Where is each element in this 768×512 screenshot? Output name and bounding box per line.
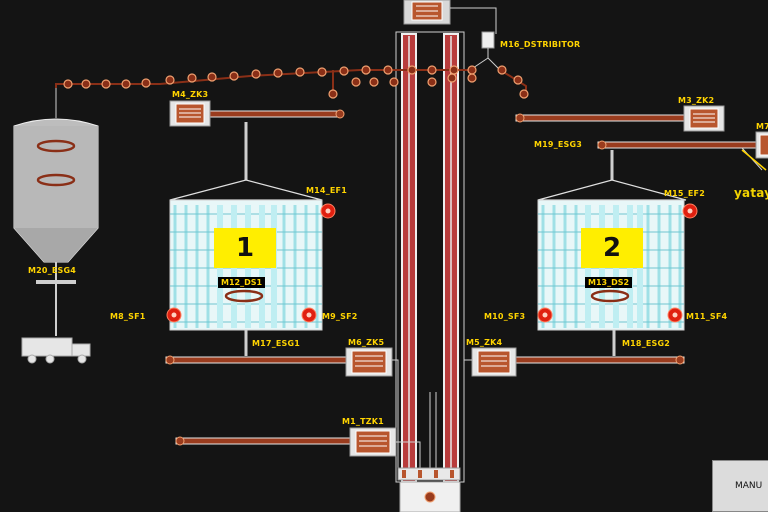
label-m11-sf4: M11_SF4 xyxy=(686,312,728,321)
m4-zk3-motor[interactable] xyxy=(169,100,211,127)
m15-ef2-fan-icon[interactable] xyxy=(682,203,698,219)
manual-mode-button[interactable]: MANU xyxy=(712,460,768,512)
m13-ds2-ring xyxy=(590,289,630,303)
m19-esg3-conveyor[interactable] xyxy=(597,140,768,150)
label-m14-ef1: M14_EF1 xyxy=(306,186,347,195)
m12-ds1-ring xyxy=(224,289,264,303)
m20-storage-silo[interactable] xyxy=(13,88,99,336)
m5-zk4-motor[interactable] xyxy=(471,347,517,377)
label-m3-zk2: M3_ZK2 xyxy=(678,96,715,105)
label-m6-zk5: M6_ZK5 xyxy=(348,338,385,347)
tag-m13-ds2: M13_DS2 xyxy=(585,277,633,288)
m16-distributor[interactable] xyxy=(481,31,495,49)
m18-esg2-conveyor[interactable] xyxy=(515,355,685,365)
label-yatay: yatay xyxy=(734,186,768,200)
label-m1-tzk1: M1_TZK1 xyxy=(342,417,384,426)
label-m15-ef2: M15_EF2 xyxy=(664,189,705,198)
tag-m12-ds1: M12_DS1 xyxy=(218,277,266,288)
m6-zk5-motor[interactable] xyxy=(345,347,393,377)
label-m5-zk4: M5_ZK4 xyxy=(466,338,503,347)
m4-zk3-conveyor[interactable] xyxy=(205,109,345,119)
silo-1-number: 1 xyxy=(214,228,276,268)
silo-2-number: 2 xyxy=(581,228,643,268)
m7-motor[interactable] xyxy=(755,131,768,159)
top-chain-conveyor[interactable] xyxy=(55,65,529,99)
label-m4-zk3: M4_ZK3 xyxy=(172,90,209,99)
m1-tzk1-conveyor[interactable] xyxy=(175,436,355,446)
label-m9-sf2: M9_SF2 xyxy=(322,312,358,321)
label-m17-esg1: M17_ESG1 xyxy=(252,339,301,348)
m14-ef1-fan-icon[interactable] xyxy=(320,203,336,219)
label-m19-esg3: M19_ESG3 xyxy=(534,140,583,149)
m8-sf1-fan-icon[interactable] xyxy=(166,307,182,323)
label-m16-distributor: M16_DSTRIBITOR xyxy=(500,40,581,49)
label-m8-sf1: M8_SF1 xyxy=(110,312,146,321)
elevator-boot[interactable] xyxy=(397,467,461,512)
label-m18-esg2: M18_ESG2 xyxy=(622,339,671,348)
truck-icon xyxy=(21,337,91,364)
m9-sf2-fan-icon[interactable] xyxy=(301,307,317,323)
m11-sf4-fan-icon[interactable] xyxy=(667,307,683,323)
m3-zk2-conveyor[interactable] xyxy=(515,113,689,123)
m17-esg1-conveyor[interactable] xyxy=(165,355,351,365)
m3-zk2-motor[interactable] xyxy=(683,105,725,132)
m1-tzk1-motor[interactable] xyxy=(349,427,397,457)
label-m20-esg4: M20_ESG4 xyxy=(28,266,77,275)
label-m10-sf3: M10_SF3 xyxy=(484,312,526,321)
m10-sf3-fan-icon[interactable] xyxy=(537,307,553,323)
label-m7: M7 xyxy=(756,122,768,131)
